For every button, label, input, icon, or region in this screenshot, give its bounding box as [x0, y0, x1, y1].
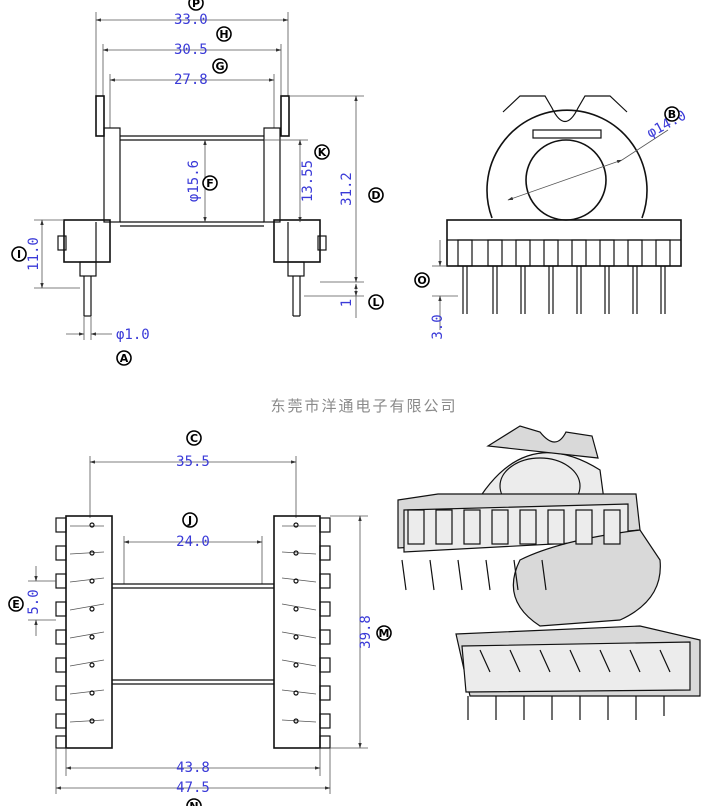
svg-text:K: K: [318, 146, 327, 159]
dim-j-label: 24.0: [176, 534, 210, 550]
svg-text:C: C: [190, 432, 198, 445]
marker-m: M: [376, 625, 392, 641]
bottom-view: 35.5 24.0: [26, 454, 374, 796]
marker-c: C: [186, 430, 202, 446]
marker-f: F: [202, 175, 218, 191]
svg-text:J: J: [187, 514, 192, 527]
marker-a: A: [116, 350, 132, 366]
dim-o-label: 3.0: [430, 314, 446, 339]
marker-g: G: [212, 58, 228, 74]
marker-j: J: [182, 512, 198, 528]
dim-a-label: φ1.0: [116, 327, 150, 343]
svg-text:A: A: [120, 352, 129, 365]
svg-text:O: O: [417, 274, 426, 287]
svg-text:P: P: [192, 0, 200, 10]
marker-k: K: [314, 144, 330, 160]
marker-b: B: [664, 106, 680, 122]
dim-n2-label: 47.5: [176, 780, 210, 796]
dim-d-label: 31.2: [339, 172, 355, 206]
svg-text:E: E: [12, 598, 20, 611]
marker-h: H: [216, 26, 232, 42]
dim-p-label: 33.0: [174, 12, 208, 28]
marker-e: E: [8, 596, 24, 612]
svg-text:N: N: [189, 800, 198, 806]
side-view: φ14.0 3.0: [430, 95, 689, 340]
front-view: 33.0 30.5 27.8 φ15.6: [26, 12, 364, 343]
dim-h-label: 30.5: [174, 42, 208, 58]
dim-f-label: φ15.6: [186, 160, 202, 202]
marker-i: I: [11, 246, 27, 262]
svg-text:I: I: [17, 248, 21, 261]
svg-text:M: M: [379, 627, 390, 640]
marker-l: L: [368, 294, 384, 310]
dim-k-label: 13.55: [300, 160, 316, 202]
svg-text:G: G: [215, 60, 224, 73]
dim-c-label: 35.5: [176, 454, 210, 470]
svg-text:H: H: [219, 28, 228, 41]
svg-text:F: F: [206, 177, 214, 190]
dim-l-label: 1: [339, 299, 355, 307]
isometric-view: [397, 425, 701, 720]
bottom-view-left-pins: [55, 517, 105, 749]
bottom-view-right-pins: [281, 517, 331, 749]
marker-d: D: [368, 187, 384, 203]
dim-e-label: 5.0: [26, 589, 42, 614]
dim-i-label: 11.0: [26, 237, 42, 271]
dim-g-label: 27.8: [174, 72, 208, 88]
svg-text:B: B: [668, 108, 676, 121]
svg-text:D: D: [371, 189, 380, 202]
marker-n: N: [186, 798, 202, 806]
dim-m-label: 39.8: [358, 615, 374, 649]
dim-n1-label: 43.8: [176, 760, 210, 776]
isometric-upper-pins: [401, 509, 621, 591]
svg-text:L: L: [372, 296, 379, 309]
isometric-lower-pins: [467, 649, 671, 720]
company-name: 东莞市洋通电子有限公司: [270, 397, 457, 415]
side-view-pin-row: [457, 239, 671, 314]
marker-p: P: [188, 0, 204, 11]
marker-o: O: [414, 272, 430, 288]
